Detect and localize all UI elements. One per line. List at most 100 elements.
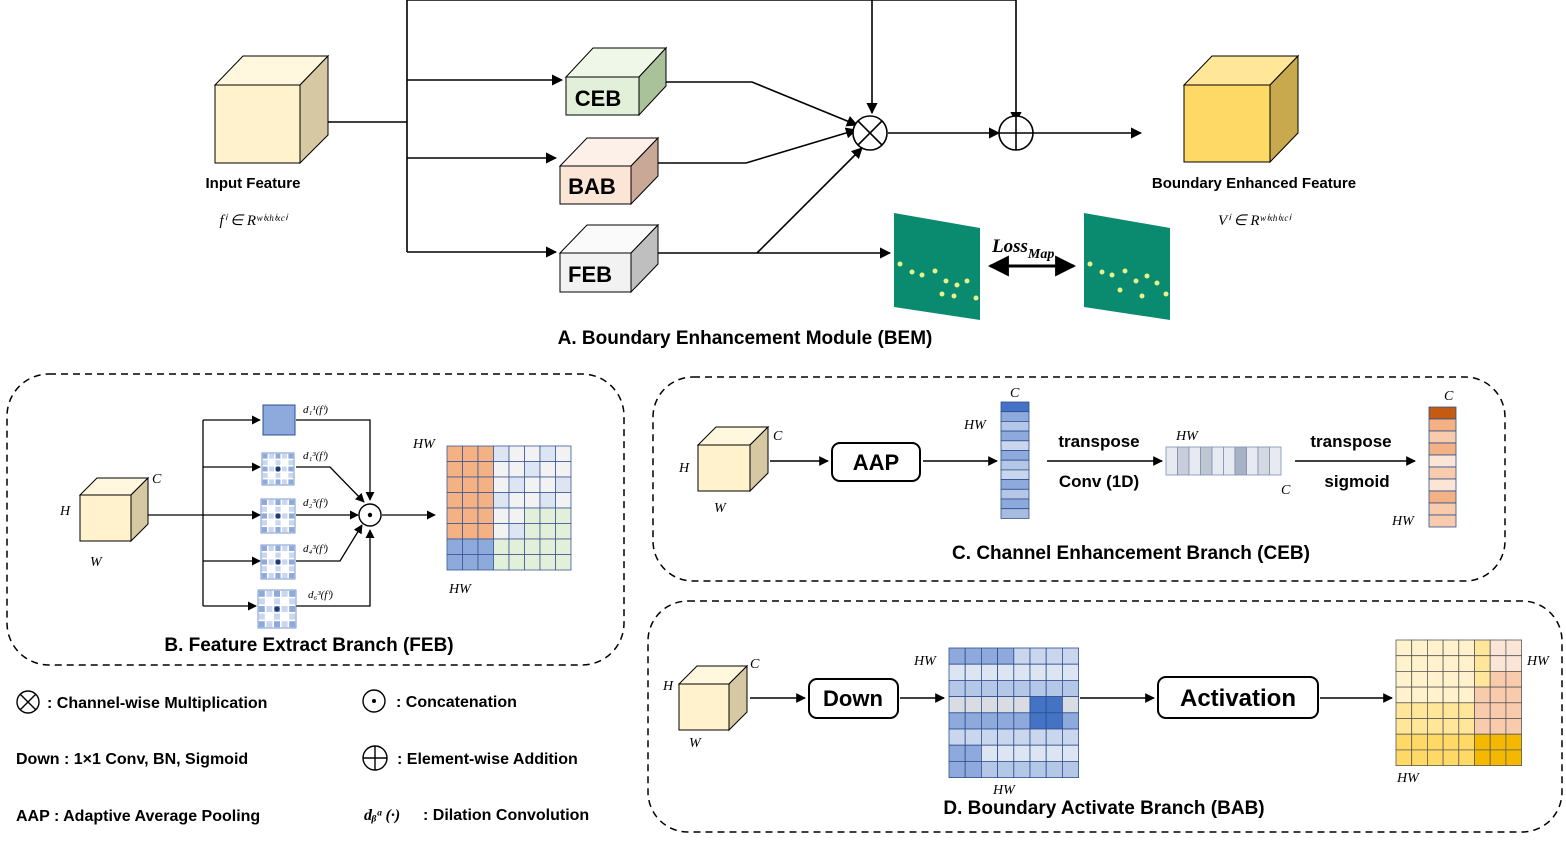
kernel-cell — [258, 590, 265, 597]
bab-m2-cell — [1427, 671, 1444, 688]
bab-m2-cell — [1489, 702, 1507, 719]
kernel-cell — [268, 527, 274, 533]
bab-m1-cell — [997, 696, 1015, 714]
activation-label: Activation — [1180, 685, 1296, 712]
bab-m1-cell — [1045, 728, 1063, 746]
bab-m2-cell — [1505, 671, 1523, 688]
feb-panel — [6, 373, 625, 666]
kernel-cell — [266, 613, 273, 620]
bab-m2-cell — [1442, 733, 1460, 751]
bab-m2-cell — [1427, 733, 1444, 751]
ceb-vec1-cell — [1000, 440, 1030, 451]
kernel-cell — [261, 520, 267, 526]
bab-m1-cell — [948, 728, 966, 746]
bab-m1-cell — [1029, 744, 1047, 762]
aap-button — [831, 442, 921, 482]
multiply-icon — [852, 115, 888, 151]
ceb-input-cube — [696, 425, 770, 493]
bab-m2-cell — [1427, 639, 1444, 657]
kernel-cell — [274, 590, 280, 597]
kernel-cell — [275, 545, 281, 551]
bem-title: A. Boundary Enhancement Module (BEM) — [558, 328, 933, 349]
ceb-panel — [652, 376, 1506, 582]
bab-m2-cell — [1505, 655, 1523, 672]
ceb-vec2-cell — [1428, 514, 1457, 528]
conv-label-d3-1: d₁³(fⁱ) — [303, 450, 328, 462]
bab-m1-cell — [948, 647, 966, 665]
bab-m2-cell — [1442, 639, 1460, 657]
kernel-cell — [289, 513, 295, 519]
ceb-row-cell — [1223, 446, 1236, 476]
conv-kernel-d6 — [257, 589, 297, 629]
feb-matrix-cell — [462, 461, 479, 478]
bab-m1-cell — [1013, 744, 1031, 762]
bab-m2-cell — [1411, 733, 1428, 751]
kernel-cell — [281, 606, 288, 612]
feb-matrix-cell — [539, 445, 556, 462]
bab-m2-cell — [1489, 733, 1507, 751]
bab-m2-cell — [1442, 749, 1460, 767]
ceb-vec1-cell — [1000, 450, 1030, 461]
feb-hw-matrix — [446, 445, 572, 571]
bab-m1-cell — [964, 728, 982, 746]
bab-dim-w: W — [689, 736, 702, 751]
bab-m1-top-label: HW — [913, 654, 937, 669]
bab-m2-cell — [1411, 686, 1428, 704]
feb-matrix-cell — [508, 507, 525, 524]
kernel-cell — [281, 613, 288, 620]
bab-m2-cell — [1427, 749, 1444, 767]
legend-down-label: Down : 1×1 Conv, BN, Sigmoid — [16, 751, 248, 768]
kernel-cell — [282, 566, 288, 572]
feb-matrix-cell — [477, 476, 494, 493]
kernel-cell — [268, 520, 274, 526]
bab-m1-cell — [981, 728, 999, 746]
feb-matrix-cell — [446, 507, 463, 524]
feb-title: B. Feature Extract Branch (FEB) — [164, 635, 453, 656]
feb-matrix-cell — [555, 507, 572, 524]
bab-m2-cell — [1442, 718, 1460, 735]
legend-multiply-label: : Channel-wise Multiplication — [47, 695, 267, 712]
bab-m2-cell — [1505, 749, 1523, 767]
feb-matrix-cell — [477, 445, 494, 462]
ceb-op2-top: transpose — [1310, 432, 1391, 451]
bab-m2-cell — [1489, 671, 1507, 688]
feb-matrix-cell — [539, 492, 556, 509]
feb-matrix-cell — [555, 445, 572, 462]
bab-m1-cell — [997, 663, 1015, 681]
feb-matrix-cell — [539, 476, 556, 493]
bab-m2-cell — [1411, 671, 1428, 688]
feb-matrix-cell — [508, 445, 525, 462]
ceb-vec2-cell — [1428, 502, 1457, 516]
bab-title: D. Boundary Activate Branch (BAB) — [943, 798, 1264, 819]
kernel-cell — [266, 606, 273, 612]
bab-m2-cell — [1411, 702, 1428, 719]
feb-matrix-cell — [524, 523, 541, 540]
bab-m2-cell — [1395, 718, 1413, 735]
bab-m1-cell — [1029, 647, 1047, 665]
feb-connectors — [148, 415, 436, 611]
bab-m2-cell — [1442, 655, 1460, 672]
kernel-cell — [275, 552, 281, 558]
ceb-row-cell — [1200, 446, 1213, 476]
bab-m1-cell — [964, 744, 982, 762]
feb-dim-h: H — [59, 504, 71, 519]
feb-matrix-bottom-label: HW — [448, 582, 472, 597]
bab-m1-cell — [1045, 647, 1063, 665]
bab-m1-cell — [997, 761, 1015, 779]
bab-m1-cell — [1013, 647, 1031, 665]
conv-kernel-d4 — [260, 544, 296, 580]
ceb-row-cell — [1188, 446, 1201, 476]
legend-aap-label: AAP : Adaptive Average Pooling — [16, 808, 260, 825]
bab-m1-cell — [981, 712, 999, 730]
feb-matrix-cell — [524, 507, 541, 524]
feb-matrix-cell — [477, 554, 494, 571]
bab-m2-cell — [1458, 686, 1475, 704]
feb-label: FEB — [568, 262, 612, 287]
ceb-vec2-cell — [1428, 490, 1457, 504]
kernel-cell — [275, 453, 281, 459]
feb-matrix-cell — [508, 461, 525, 478]
kernel-cell — [282, 513, 288, 519]
bab-m1-cell — [1013, 696, 1031, 714]
ceb-row-cell — [1177, 446, 1190, 476]
